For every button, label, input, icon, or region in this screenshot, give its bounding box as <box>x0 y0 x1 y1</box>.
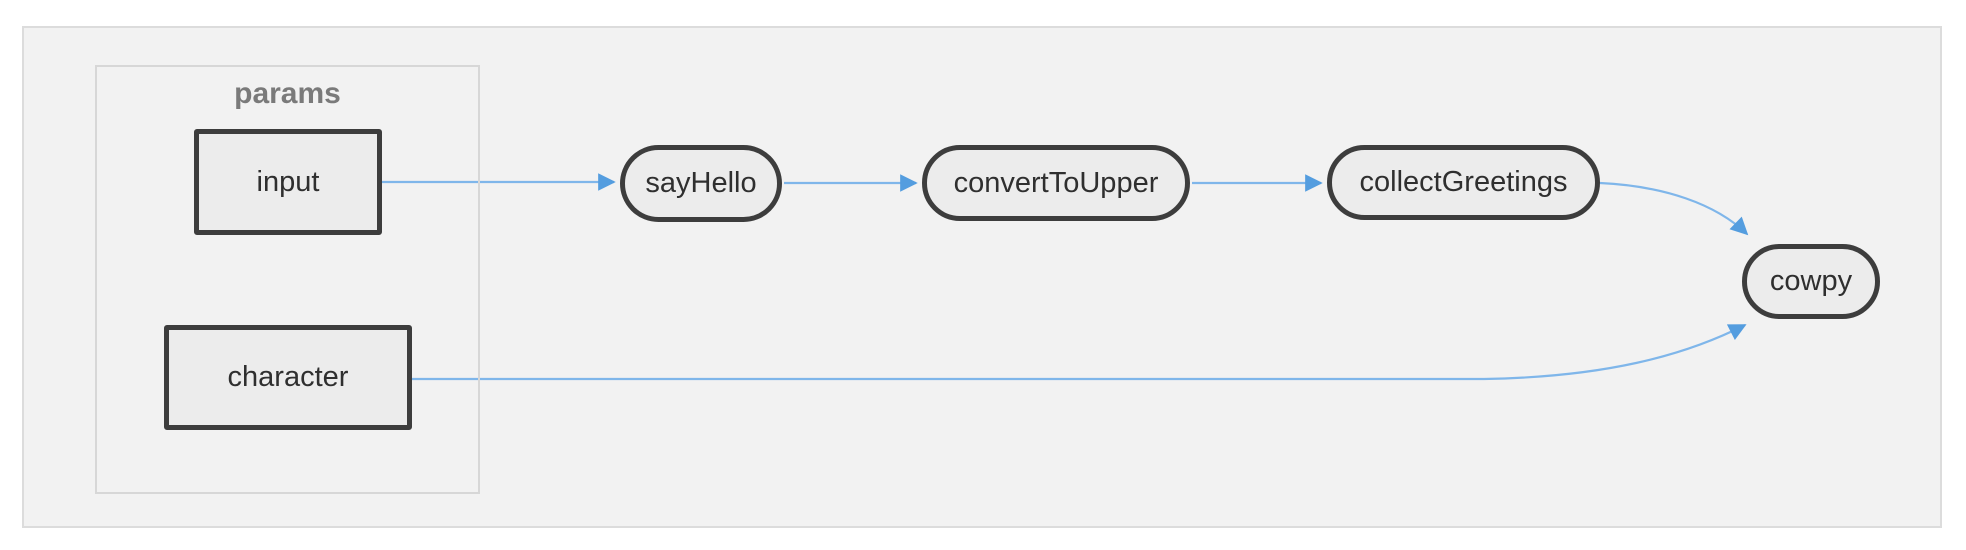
node-sayHello: sayHello <box>620 145 782 222</box>
node-sayHello-label: sayHello <box>645 167 757 199</box>
node-collectGreetings: collectGreetings <box>1327 145 1600 220</box>
params-group: params <box>95 65 480 494</box>
node-character: character <box>164 325 412 430</box>
node-cowpy-label: cowpy <box>1769 265 1853 297</box>
diagram-canvas: params input character sayHello convertT… <box>22 26 1942 528</box>
node-convertToUpper-label: convertToUpper <box>953 166 1159 199</box>
edge-collectGreetings-cowpy <box>1599 181 1749 236</box>
node-convertToUpper: convertToUpper <box>922 145 1190 221</box>
node-collectGreetings-label: collectGreetings <box>1359 166 1568 198</box>
params-group-label: params <box>234 77 341 110</box>
node-input-label: input <box>256 165 320 198</box>
node-input: input <box>194 129 382 235</box>
node-cowpy: cowpy <box>1742 244 1880 319</box>
edge-character-cowpy <box>412 324 1747 381</box>
node-character-label: character <box>227 361 349 393</box>
